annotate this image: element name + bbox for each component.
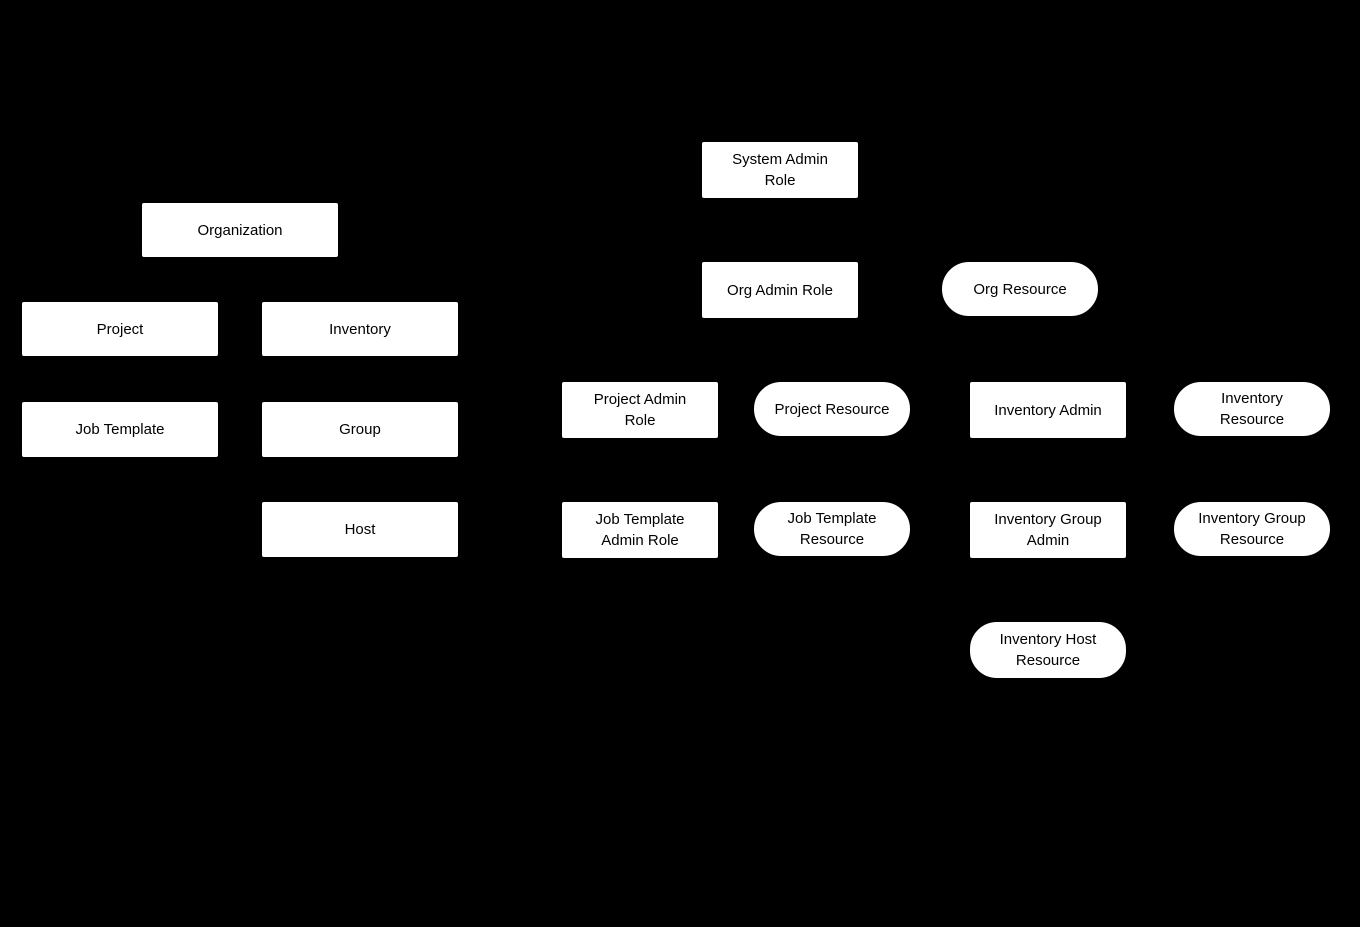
node-label: Org Resource xyxy=(973,280,1067,298)
node-project-resource: Project Resource xyxy=(753,381,911,437)
node-inventory-resource: Inventory Resource xyxy=(1173,381,1331,437)
node-label: Job Template Resource xyxy=(787,510,877,548)
node-label: Inventory Admin xyxy=(994,401,1102,419)
node-system-admin-role: System Admin Role xyxy=(701,141,859,199)
node-label: Inventory Resource xyxy=(1219,390,1285,428)
node-label: Project Resource xyxy=(774,400,890,418)
node-organization: Organization xyxy=(141,202,339,258)
node-label: Project xyxy=(96,320,144,338)
node-inventory-host-resource: Inventory Host Resource xyxy=(969,621,1127,679)
node-label: Inventory xyxy=(329,320,391,338)
node-inventory-admin: Inventory Admin xyxy=(969,381,1127,439)
node-job-template-resource: Job Template Resource xyxy=(753,501,911,557)
node-label: Inventory Host Resource xyxy=(999,631,1097,669)
node-label: Group xyxy=(339,421,381,438)
node-group: Group xyxy=(261,401,459,458)
node-label: Org Admin Role xyxy=(727,281,833,299)
node-inventory-group-resource: Inventory Group Resource xyxy=(1173,501,1331,557)
node-label: Host xyxy=(344,521,376,538)
node-inventory: Inventory xyxy=(261,301,459,357)
node-inventory-group-admin: Inventory Group Admin xyxy=(969,501,1127,559)
node-org-resource: Org Resource xyxy=(941,261,1099,317)
node-org-admin-role: Org Admin Role xyxy=(701,261,859,319)
node-label: Job Template Admin Role xyxy=(595,511,685,549)
node-job-template-admin-role: Job Template Admin Role xyxy=(561,501,719,559)
node-label: Job Template xyxy=(75,421,165,438)
node-label: Inventory Group Admin xyxy=(994,511,1102,549)
node-project: Project xyxy=(21,301,219,357)
node-job-template: Job Template xyxy=(21,401,219,458)
node-label: Organization xyxy=(197,221,283,239)
node-label: Inventory Group Resource xyxy=(1198,510,1306,548)
node-label: System Admin Role xyxy=(732,151,828,189)
node-label: Project Admin Role xyxy=(593,391,687,429)
node-host: Host xyxy=(261,501,459,558)
node-project-admin-role: Project Admin Role xyxy=(561,381,719,439)
